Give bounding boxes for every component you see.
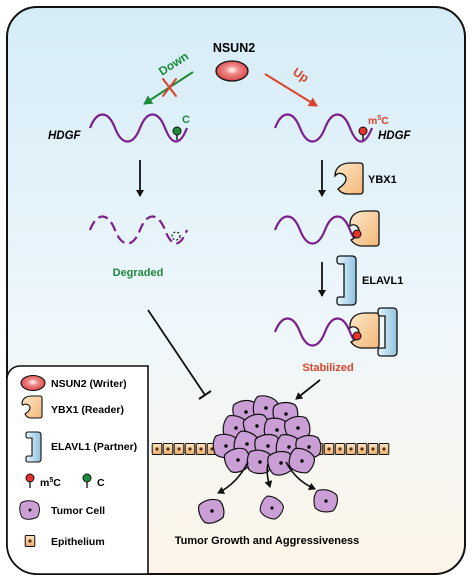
epithelium-cell	[323, 443, 335, 455]
legend-tumor-cell-icon	[19, 500, 40, 520]
epithelium-cell	[173, 443, 185, 455]
ybx1-icon	[334, 162, 364, 195]
epithelium-cell	[356, 443, 368, 455]
epithelium-cell	[151, 443, 163, 455]
writer-label: NSUN2	[213, 41, 255, 55]
promotion-arrow	[295, 379, 321, 400]
degraded-label: Degraded	[113, 267, 164, 279]
legend-box	[6, 365, 149, 575]
legend-ybx1-icon	[21, 395, 43, 419]
legend-tumor-label: Tumor Cell	[51, 505, 105, 517]
legend-epithelium-label: Epithelium	[51, 536, 105, 548]
up-arrow	[264, 73, 318, 107]
epithelium-cell	[378, 443, 390, 455]
legend-partner-label: ELAVL1 (Partner)	[51, 441, 137, 453]
reader-label: YBX1	[368, 174, 397, 186]
inhibit-cross-icon	[162, 78, 177, 97]
left-mark-label: C	[182, 114, 190, 126]
spread-arrow-right	[285, 461, 316, 491]
spread-arrow-middle	[264, 463, 273, 488]
epithelium-cell	[345, 443, 357, 455]
inhibition-line	[147, 309, 206, 396]
legend-c-label: C	[97, 477, 105, 489]
legend-nsun2-icon	[20, 374, 46, 392]
partner-label: ELAVL1	[362, 275, 403, 287]
legend-writer-label: NSUN2 (Writer)	[51, 378, 127, 390]
stabilized-rna	[273, 317, 361, 347]
legend-m5c-icon	[25, 473, 35, 488]
epithelium-cell	[367, 443, 379, 455]
epithelium-cell	[334, 443, 346, 455]
legend-c-icon	[82, 473, 92, 488]
elavl1-icon	[336, 255, 357, 306]
epithelium-cell	[162, 443, 174, 455]
left-hdgf-rna	[88, 113, 189, 143]
left-gene-label: HDGF	[48, 130, 82, 142]
inhibition-bar	[198, 390, 212, 400]
legend-reader-label: YBX1 (Reader)	[51, 404, 124, 416]
legend-epithelium-icon	[24, 535, 36, 547]
right-gene-label: HDGF	[378, 130, 412, 142]
c-mark-icon	[172, 126, 182, 140]
epithelium-cell	[195, 443, 207, 455]
elavl1-stabilized-icon	[377, 307, 398, 357]
degraded-rna	[88, 215, 189, 245]
m5c-mark-icon	[358, 126, 368, 140]
degraded-c-icon	[171, 231, 181, 241]
m5c-stabilized-dot-icon	[352, 331, 362, 341]
m5c-bound-dot-icon	[352, 229, 362, 239]
legend-elavl1-icon	[25, 431, 42, 463]
legend-m5c-label: m5C	[40, 477, 61, 489]
m5c-bound-rna	[273, 215, 361, 245]
epithelium-cell	[184, 443, 196, 455]
right-mark-label: m5C	[368, 115, 389, 127]
result-label: Tumor Growth and Aggressiveness	[175, 535, 360, 547]
nsun2-icon	[215, 60, 249, 82]
spread-arrow-left	[217, 461, 249, 494]
stabilized-label: Stabilized	[302, 362, 353, 374]
right-hdgf-rna	[273, 113, 374, 143]
